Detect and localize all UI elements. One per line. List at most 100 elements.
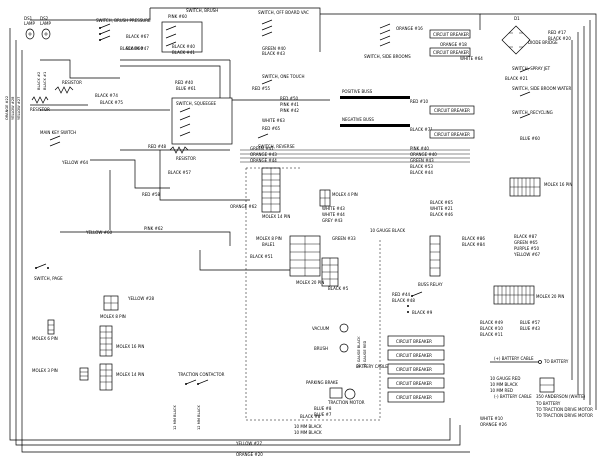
wire-label-orange18: ORANGE #18 — [440, 42, 467, 47]
wire-label-black46: BLACK #46 — [430, 212, 453, 217]
wire-label-black21: BLACK #21 — [505, 76, 528, 81]
molex-16-pin-left-label: MOLEX 16 PIN — [116, 344, 144, 349]
wire-label-red48: RED #48 — [148, 144, 167, 149]
anderson-label: 350 ANDERSON (WHITE) — [536, 394, 586, 399]
traction-motor-label: TRACTION MOTOR — [327, 400, 365, 405]
wire-label-orange40: ORANGE #40 — [410, 152, 437, 157]
wire-label-orange26: ORANGE #26 — [480, 422, 507, 427]
resistor-label-2: RESISTOR — [30, 107, 50, 112]
wire-label-black10: BLACK #10 — [480, 326, 503, 331]
wire-label-white43: WHITE #43 — [322, 206, 345, 211]
circuit-breaker-mid-1: CIRCUIT BREAKER — [429, 105, 475, 115]
wire-label-red58: RED #58 — [142, 192, 161, 197]
negative-buss: NEGATIVE BUSS BLACK #71 — [340, 117, 433, 132]
cb-stack-1: CIRCUIT BREAKER — [396, 339, 432, 344]
switch-side-broom-water-label: SWITCH, SIDE BROOM WATER — [512, 86, 572, 91]
wire-label-white64: WHITE #64 — [460, 56, 483, 61]
molex-14-pin-lower-label: MOLEX 14 PIN — [116, 372, 144, 377]
resistor-main: RESISTOR RED #48 — [148, 144, 196, 161]
wire-label-10mm-black-a: 10 MM BLACK — [294, 424, 322, 429]
wire-label-left-5: BLACK #1 — [43, 72, 47, 90]
circuit-breaker-top-2: CIRCUIT BREAKER WHITE #64 — [429, 47, 483, 61]
wire-label-black71: BLACK #71 — [410, 127, 433, 132]
switch-spray-jet: SWITCH, SPRAY JET BLACK #21 — [505, 66, 551, 81]
wire-label-yellow67: YELLOW #67 — [513, 252, 541, 257]
wire-label-green41: GREEN #41 — [250, 146, 274, 151]
wire-label-white10: WHITE #10 — [480, 416, 503, 421]
wire-label-pink40: PINK #40 — [410, 146, 429, 151]
wire-label-black65: BLACK #65 — [430, 200, 453, 205]
wire-label-10mm-black-b: 10 MM BLACK — [294, 430, 322, 435]
diode-bridge-label: DIODE BRIDGE — [528, 40, 558, 45]
molex-8-pin-center-label: MOLEX 8 PIN — [256, 236, 282, 241]
wire-label-10g-red-v: 10 GAUGE RED — [363, 340, 367, 368]
wire-label-blue60: BLUE #60 — [520, 136, 540, 141]
wire-label-red50: RED #50 — [280, 96, 299, 101]
molex-16-pin-right: MOLEX 16 PIN BLACK #65 WHITE #21 BLACK #… — [430, 177, 572, 217]
bale1-label: BALE1 — [262, 242, 275, 247]
center-wire-bundle: GREEN #41 ORANGE #43 ORANGE #44 PINK #40… — [240, 146, 470, 175]
wire-label-12mm-black-1: 12 MM BLACK — [173, 404, 177, 430]
parking-brake-label: PARKING BRAKE — [306, 380, 339, 385]
ds1-sub-label: LAMP — [24, 21, 36, 26]
wire-label-black60: BLACK #60 — [120, 46, 143, 51]
molex-3-pin: MOLEX 3 PIN — [32, 367, 89, 381]
cb-top-1-label: CIRCUIT BREAKER — [433, 32, 469, 37]
switch-side-brooms: SWITCH, SIDE BROOMS ORANGE #16 — [364, 23, 423, 59]
wire-label-orange16: ORANGE #16 — [396, 26, 423, 31]
molex-4-pin-label: MOLEX 4 PIN — [332, 192, 358, 197]
wire-label-yellow27b: YELLOW #27 — [235, 441, 263, 446]
battery-cable-label: BATTERY CABLE — [356, 364, 388, 369]
traction-motor: TRACTION MOTOR — [327, 388, 365, 405]
cb-stack-5: CIRCUIT BREAKER — [396, 395, 432, 400]
brush-motor: BRUSH — [314, 343, 349, 353]
wire-label-black11: BLACK #11 — [480, 332, 503, 337]
wire-label-purple50: PURPLE #50 — [514, 246, 539, 251]
switch-brush-pressure-label: SWITCH, BRUSH PRESSURE — [96, 18, 151, 23]
wire-label-black5: BLACK #5 — [328, 286, 349, 291]
wire-label-left-2: YELLOW #28 — [11, 96, 15, 120]
wire-label-b41: BLACK #41 — [172, 50, 195, 55]
switch-squeegee: SWITCH, SQUEEGEE RED #40 BLUE #61 — [171, 80, 233, 145]
vacuum-motor: VACUUM — [312, 323, 349, 333]
switch-page-label: SWITCH, PAGE — [34, 276, 63, 281]
wire-label-black51: BLACK #51 — [250, 254, 273, 259]
d1-label: D1 — [514, 16, 520, 21]
wire-label-black87: BLACK #87 — [514, 234, 537, 239]
cb-stack-3: CIRCUIT BREAKER — [396, 367, 432, 372]
ds2-sub-label: LAMP — [40, 21, 52, 26]
to-battery-2-label: TO BATTERY — [535, 401, 561, 406]
wire-label-orange44: ORANGE #44 — [250, 158, 277, 163]
wire-label-white63: WHITE #63 — [262, 118, 285, 123]
molex-8-pin-left-label: MOLEX 8 PIN — [100, 314, 126, 319]
cb-stack-4: CIRCUIT BREAKER — [396, 381, 432, 386]
resistor-label-3: RESISTOR — [176, 156, 196, 161]
molex-20-pin-center: MOLEX 20 PIN — [296, 257, 339, 287]
molex-20-pin-center-label: MOLEX 20 PIN — [296, 280, 324, 285]
switch-side-brooms-label: SWITCH, SIDE BROOMS — [364, 54, 411, 59]
wire-label-pink41: PINK #41 — [280, 102, 299, 107]
molex-16-pin-left: MOLEX 16 PIN — [99, 325, 144, 357]
wire-label-10g-black: 10 GAUGE BLACK — [370, 228, 406, 233]
wire-label-left-4: BLACK #2 — [37, 72, 41, 90]
cb-top-2-label: CIRCUIT BREAKER — [433, 50, 469, 55]
molex-16-pin-right-label: MOLEX 16 PIN — [544, 182, 572, 187]
parking-brake: PARKING BRAKE — [306, 380, 343, 399]
wire-label-left-1: ORANGE #22 — [5, 96, 9, 120]
cb-stack-2: CIRCUIT BREAKER — [396, 353, 432, 358]
negative-buss-label: NEGATIVE BUSS — [342, 117, 374, 122]
wire-label-green43: GREEN #43 — [410, 158, 434, 163]
molex-14-pin-lower: MOLEX 14 PIN — [99, 363, 144, 391]
resistor-label-1: RESISTOR — [62, 80, 82, 85]
switch-reverse-label: SWITCH, REVERSE — [258, 144, 295, 149]
wire-label-green65: GREEN #65 — [514, 240, 538, 245]
positive-buss: POSITIVE BUSS RED #10 — [340, 89, 429, 104]
ten-mm-black-label: 10 MM BLACK — [490, 382, 518, 387]
molex-8-pin-left: MOLEX 8 PIN YELLOW #28 — [100, 295, 155, 319]
switch-one-touch: SWITCH, ONE TOUCH RED #55 — [252, 74, 305, 91]
wire-label-black84: BLACK #84 — [462, 242, 485, 247]
wire-label-black9: BLACK #9 — [412, 310, 433, 315]
molex-14-pin-label: MOLEX 14 PIN — [262, 214, 290, 219]
molex-20-pin-right: MOLEX 20 PIN BLACK #49 BLACK #10 BLACK #… — [480, 285, 564, 337]
cb-mid-1-label: CIRCUIT BREAKER — [434, 108, 470, 113]
